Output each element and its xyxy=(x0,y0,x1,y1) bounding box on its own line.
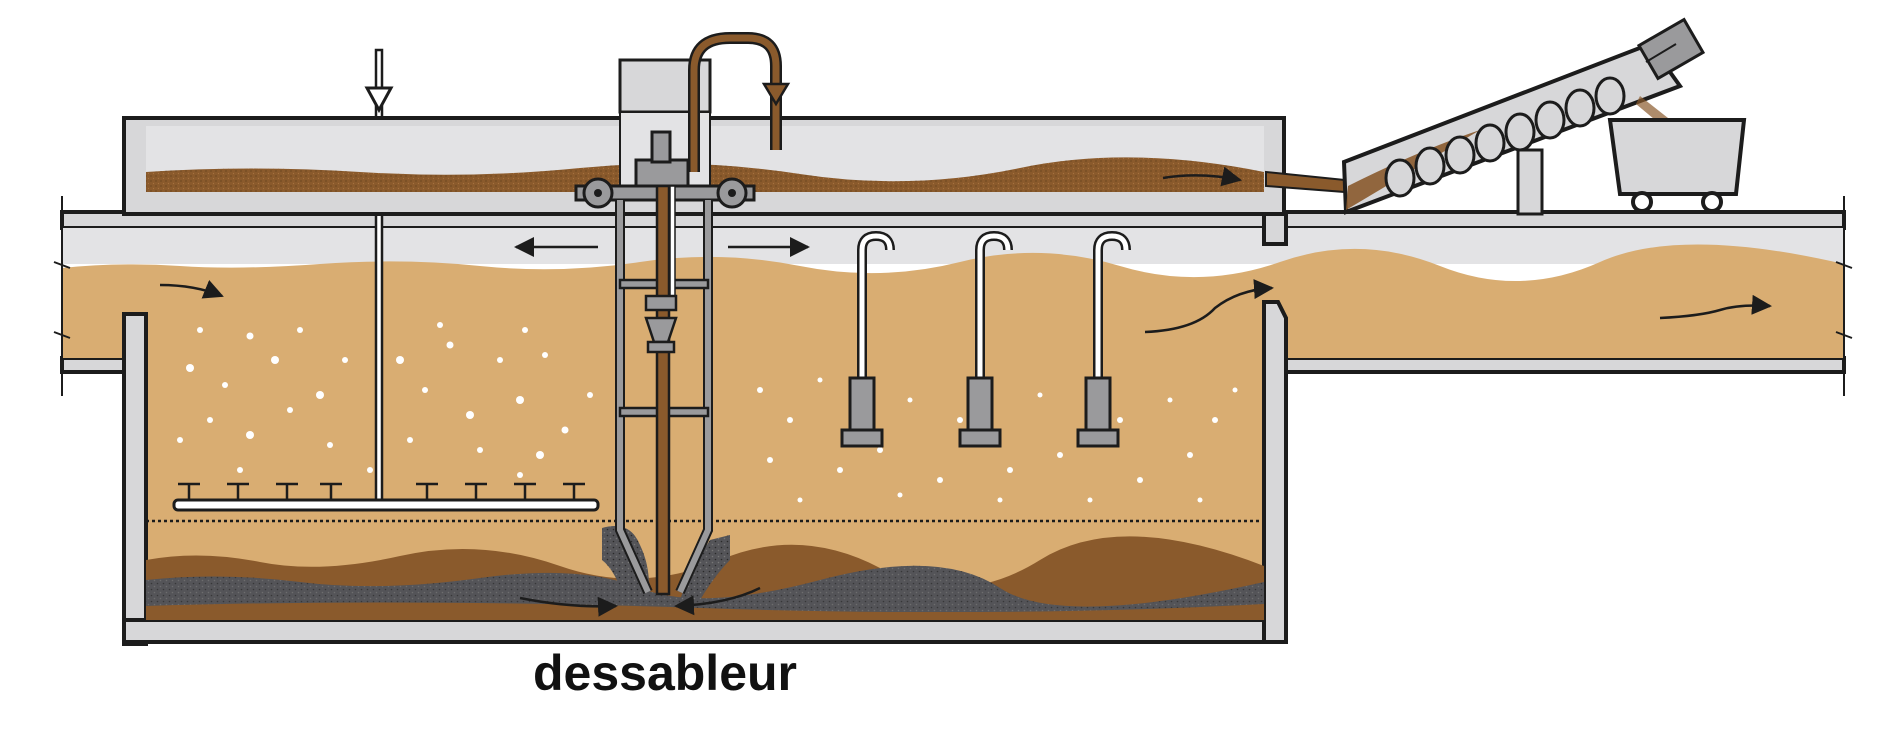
weir-overflow-arrow xyxy=(1144,279,1274,334)
bridge-scraper xyxy=(574,32,791,596)
curved-arrow-icon xyxy=(159,279,224,299)
air-diffuser xyxy=(172,48,600,512)
diagram-caption: dessableur xyxy=(532,645,797,701)
sand-flow-right xyxy=(674,586,761,616)
submersible-pumps xyxy=(840,230,1131,448)
break-lines xyxy=(53,196,1853,396)
trough-flow-arrow xyxy=(1162,166,1242,187)
pump-3 xyxy=(1076,230,1131,448)
cart-icon xyxy=(1607,118,1747,213)
pump-1 xyxy=(840,230,895,448)
water-body xyxy=(62,244,1844,630)
pump-2 xyxy=(958,230,1013,448)
air-bubbles-right xyxy=(757,377,1238,503)
flow-arrows xyxy=(159,166,1772,617)
down-arrow-icon xyxy=(364,86,394,114)
motor-icon xyxy=(1636,17,1706,81)
sand-flow-left xyxy=(519,596,618,617)
air-bubbles-left xyxy=(177,322,593,478)
outlet-arrow xyxy=(1659,294,1772,320)
sand-plume xyxy=(602,526,730,600)
screw-conveyor xyxy=(1341,17,1706,216)
